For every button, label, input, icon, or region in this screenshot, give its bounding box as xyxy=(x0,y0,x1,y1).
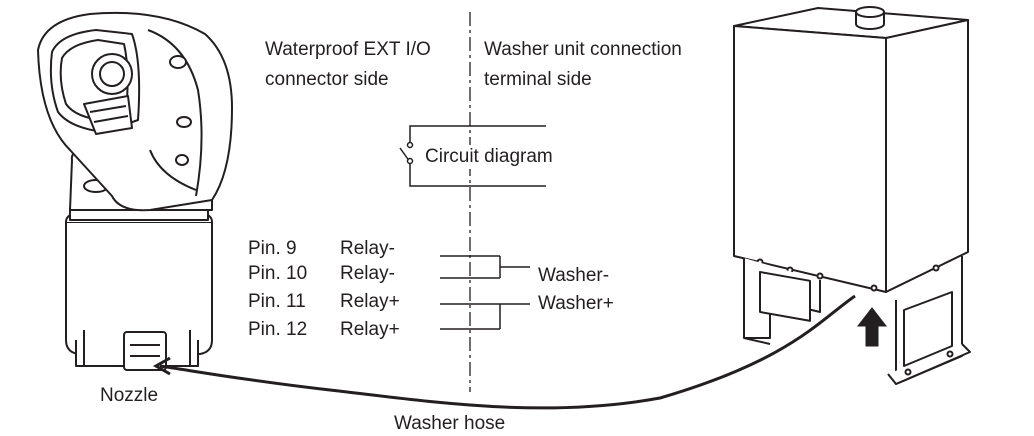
camera-icon xyxy=(37,11,233,371)
hose-label: Washer hose xyxy=(394,413,506,434)
washer-minus-label: Washer- xyxy=(538,265,610,286)
pin-label: Pin. 9 xyxy=(248,238,297,259)
right-heading-line2: terminal side xyxy=(484,69,592,90)
washer-unit-icon xyxy=(733,6,971,385)
signal-label: Relay+ xyxy=(340,319,400,340)
left-heading-line1: Waterproof EXT I/O xyxy=(265,39,431,60)
up-arrow-icon xyxy=(856,307,888,347)
relay-switch-icon xyxy=(399,125,546,187)
pin-label: Pin. 11 xyxy=(248,291,306,312)
pin-label: Pin. 10 xyxy=(248,263,308,284)
washer-hose xyxy=(152,294,856,410)
signal-label: Relay+ xyxy=(340,291,400,312)
signal-label: Relay- xyxy=(340,238,395,259)
right-heading-line1: Washer unit connection xyxy=(484,39,682,60)
pin-label: Pin. 12 xyxy=(248,319,308,340)
circuit-label: Circuit diagram xyxy=(423,145,555,169)
pin-wiring xyxy=(440,255,530,330)
nozzle-label: Nozzle xyxy=(100,385,159,406)
signal-label: Relay- xyxy=(340,263,395,284)
left-heading-line2: connector side xyxy=(265,69,389,90)
washer-plus-label: Washer+ xyxy=(538,293,614,314)
